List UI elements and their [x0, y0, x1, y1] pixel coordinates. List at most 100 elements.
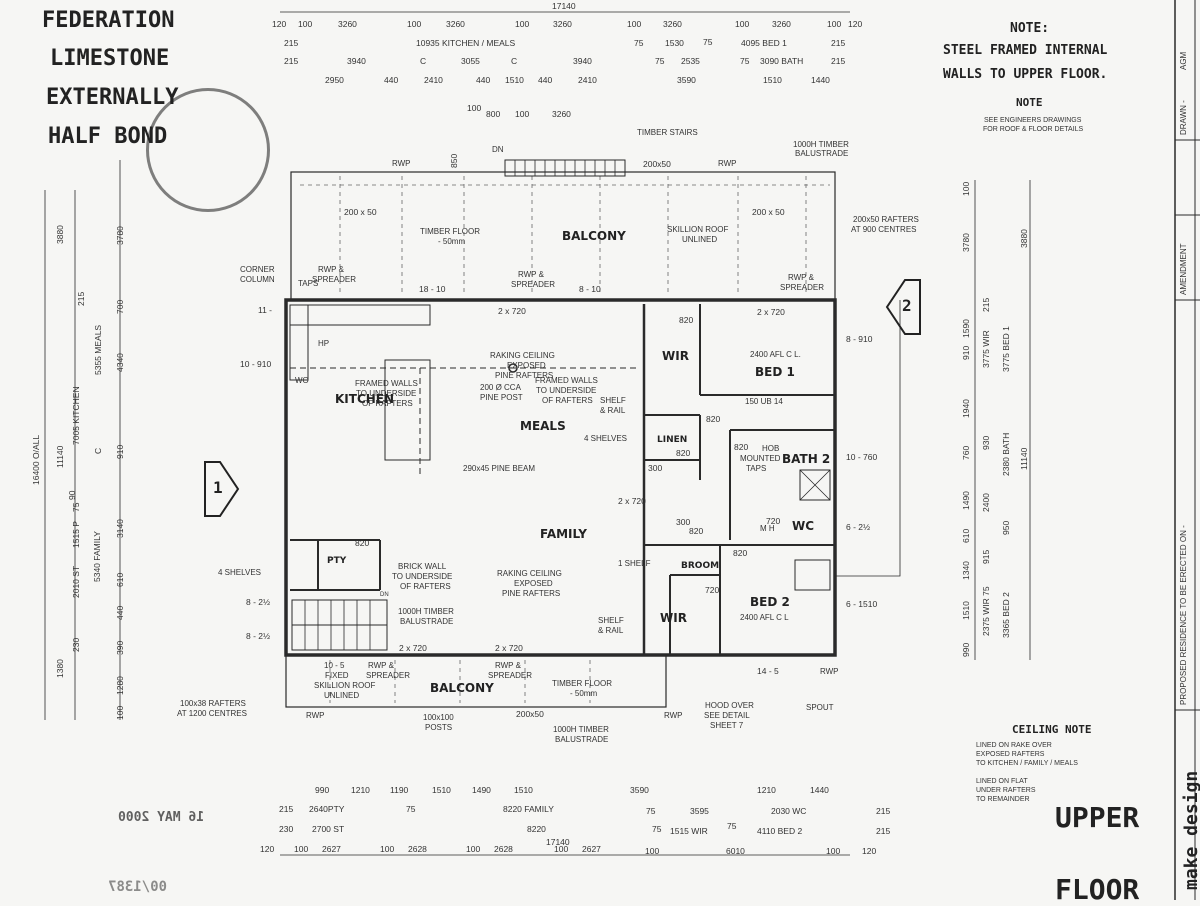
dim-left-in-18: 390: [115, 640, 125, 655]
label-four-shelves-right: 4 SHELVES: [584, 434, 627, 443]
dim-left-in-0: 3780: [115, 226, 125, 245]
dim-int-14: 200x50: [516, 709, 544, 719]
dim-grid-1: 200x50: [643, 159, 671, 169]
dim-bot-r4-10: 6010: [726, 846, 745, 856]
label-timber-floor-bottom-1: TIMBER FLOOR: [552, 679, 613, 688]
dim-left-in-11: 3140: [115, 519, 125, 538]
section-marker-1: 1: [213, 478, 223, 497]
dim-bot-r2-6: 2030 WC: [771, 806, 807, 816]
dim-top-r3-8: 75: [740, 56, 750, 66]
dim-int-11: 2 x 720: [399, 643, 427, 653]
label-balustrade-bottom-1: 1000H TIMBER: [553, 725, 609, 734]
date-stamp: 16 MAY 2000: [118, 810, 205, 825]
dim-bot-r1-3: 1510: [432, 785, 451, 795]
dim-top-r5-0: 100: [467, 103, 482, 113]
dim-left-overall: 16400 O/ALL: [31, 434, 41, 485]
room-kitchen: KITCHEN: [335, 392, 395, 406]
dim-top-r3-9: 3090 BATH: [760, 56, 804, 66]
title-block-designer: make design: [1181, 770, 1200, 890]
dim-right-out-3: 11140: [1019, 447, 1029, 470]
dim-int-12: 2 x 720: [495, 643, 523, 653]
dim-top-r4-4: 1510: [505, 75, 524, 85]
dim-left-in-15: 440: [115, 605, 125, 620]
dim-bot-r3-5: 75: [727, 821, 737, 831]
label-shelf-rail-2b: & RAIL: [598, 626, 624, 635]
dim-right-in-0: 1590: [961, 319, 971, 338]
dim-int-8: 300: [648, 463, 663, 473]
room-mh: M H: [760, 524, 775, 533]
dim-top-r2-2: 75: [634, 38, 644, 48]
dim-grid-7: 2 x 720: [757, 307, 785, 317]
label-brick-wall-1: BRICK WALL: [398, 562, 447, 571]
dim-left-in-20: 1280: [115, 676, 125, 695]
dim-right-in-10: 2380 BATH: [1001, 432, 1011, 476]
dim-right-out-1: 3780: [961, 233, 971, 252]
dim-top-r2-1: 10935 KITCHEN / MEALS: [416, 38, 516, 48]
dim-top-r4-3: 440: [476, 75, 491, 85]
dim-top-r4-2: 2410: [424, 75, 443, 85]
ceiling-note-line-2: EXPOSED RAFTERS: [976, 751, 1045, 758]
label-skillion-bottom-1: 10 - 5: [324, 661, 345, 670]
note-line-2: WALLS TO UPPER FLOOR.: [943, 67, 1108, 82]
dim-top-r5-3: 3260: [552, 109, 571, 119]
label-shelf-rail-1b: & RAIL: [600, 406, 626, 415]
title-line-2: LIMESTONE: [50, 46, 170, 71]
room-bed2: BED 2: [750, 595, 790, 609]
dim-left-in-6: C: [93, 447, 103, 454]
dim-bot-r3-4: 1515 WIR: [670, 826, 708, 836]
dim-bot-r4-5: 100: [466, 844, 481, 854]
dim-left-in-5: 4340: [115, 353, 125, 372]
label-brick-wall-3: OF RAFTERS: [400, 582, 451, 591]
label-rwp-spreader-5a: RWP &: [495, 661, 521, 670]
label-hob-3: TAPS: [746, 464, 767, 473]
label-balustrade-top-2: BALUSTRADE: [795, 149, 849, 158]
dim-top-r1-11: 100: [827, 19, 842, 29]
label-rwp-spreader-2a: RWP &: [518, 270, 544, 279]
room-linen: LINEN: [657, 435, 688, 445]
dim-left-in-9: 75: [71, 502, 81, 512]
dim-level-right-2: 6 - 2½: [846, 522, 871, 532]
dim-left-in-2: 700: [115, 299, 125, 314]
dim-left-in-16: 230: [71, 637, 81, 652]
label-skillion-bottom-3: SKILLION ROOF: [314, 681, 376, 690]
dim-left-in-14: 610: [115, 572, 125, 587]
dim-right-in-15: 950: [1001, 520, 1011, 535]
label-rwp-spreader-4a: RWP &: [368, 661, 394, 670]
dim-top-r2-6: 215: [831, 38, 846, 48]
dim-right-in-11: 1490: [961, 491, 971, 510]
dim-top-r1-0: 120: [272, 19, 287, 29]
dim-top-r5-1: 800: [486, 109, 501, 119]
label-skillion-bottom-2: FIXED: [325, 671, 349, 680]
section-marker-1-shape: [204, 461, 240, 517]
room-wir-bottom: WIR: [660, 611, 687, 625]
title-line-1: FEDERATION: [42, 8, 175, 33]
dim-right-out-0: 100: [961, 181, 971, 196]
dim-bot-r4-7: 100: [554, 844, 569, 854]
room-wc: WC: [792, 519, 815, 533]
dim-left-outer-3: 1380: [55, 659, 65, 678]
label-rwp-4: RWP: [664, 711, 683, 720]
label-dn-stair: DN: [380, 592, 389, 598]
label-hood-1: HOOD OVER: [705, 701, 754, 710]
section-marker-2-shape: [885, 279, 921, 335]
dim-bot-r2-1: 2640PTY: [309, 804, 345, 814]
dim-top-r1-10: 3260: [772, 19, 791, 29]
label-rafters-right-2: AT 900 CENTRES: [851, 225, 917, 234]
label-rwp-spreader-1b: SPREADER: [312, 275, 357, 284]
dim-level-left-1: 10 - 910: [240, 359, 272, 369]
dim-top-r4-6: 2410: [578, 75, 597, 85]
dim-int-4: 820: [689, 526, 704, 536]
dim-right-out-2: 3880: [1019, 229, 1029, 248]
dim-top-r4-9: 1440: [811, 75, 830, 85]
dim-bot-r1-7: 1210: [757, 785, 776, 795]
dim-top-r1-8: 3260: [663, 19, 682, 29]
label-raking-top-1: RAKING CEILING: [490, 351, 555, 360]
room-bed1: BED 1: [755, 365, 795, 379]
dim-top-r3-2: C: [420, 56, 427, 66]
room-balcony-bottom: BALCONY: [430, 681, 494, 695]
label-cca-post-2: PINE POST: [480, 393, 523, 402]
label-rwp-spreader-5b: SPREADER: [488, 671, 533, 680]
label-framed-right-3: OF RAFTERS: [542, 396, 593, 405]
dim-right-in-4: 3775 BED 1: [1001, 326, 1011, 372]
